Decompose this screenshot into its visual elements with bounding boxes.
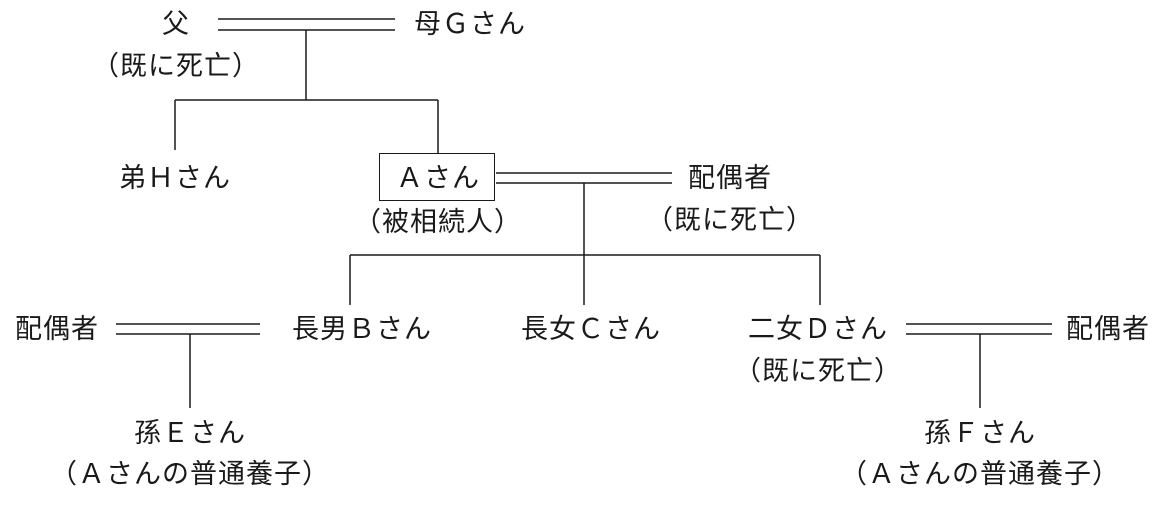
decedent-label: Ａさん — [396, 163, 480, 194]
mother-label: 母Ｇさん — [414, 9, 526, 40]
decedent-box — [379, 153, 495, 201]
decedent-note: （被相続人） — [354, 207, 522, 238]
second-daughter-label: 二女Ｄさん — [748, 314, 888, 345]
grandchild-e-note: （Ａさんの普通養子） — [50, 459, 330, 490]
brother-label: 弟Ｈさん — [119, 163, 231, 194]
eldest-daughter-label: 長女Ｃさん — [521, 314, 661, 345]
a-spouse-note: （既に死亡） — [646, 205, 814, 236]
d-spouse-label: 配偶者 — [1066, 314, 1150, 345]
a-spouse-label: 配偶者 — [688, 163, 772, 194]
grandchild-e-label: 孫Ｅさん — [134, 418, 246, 449]
father-label: 父 — [162, 9, 190, 40]
grandchild-f-label: 孫Ｆさん — [924, 418, 1036, 449]
b-spouse-label: 配偶者 — [15, 314, 99, 345]
second-daughter-note: （既に死亡） — [734, 356, 902, 387]
father-note: （既に死亡） — [92, 51, 260, 82]
eldest-son-label: 長男Ｂさん — [292, 314, 432, 345]
grandchild-f-note: （Ａさんの普通養子） — [840, 459, 1120, 490]
